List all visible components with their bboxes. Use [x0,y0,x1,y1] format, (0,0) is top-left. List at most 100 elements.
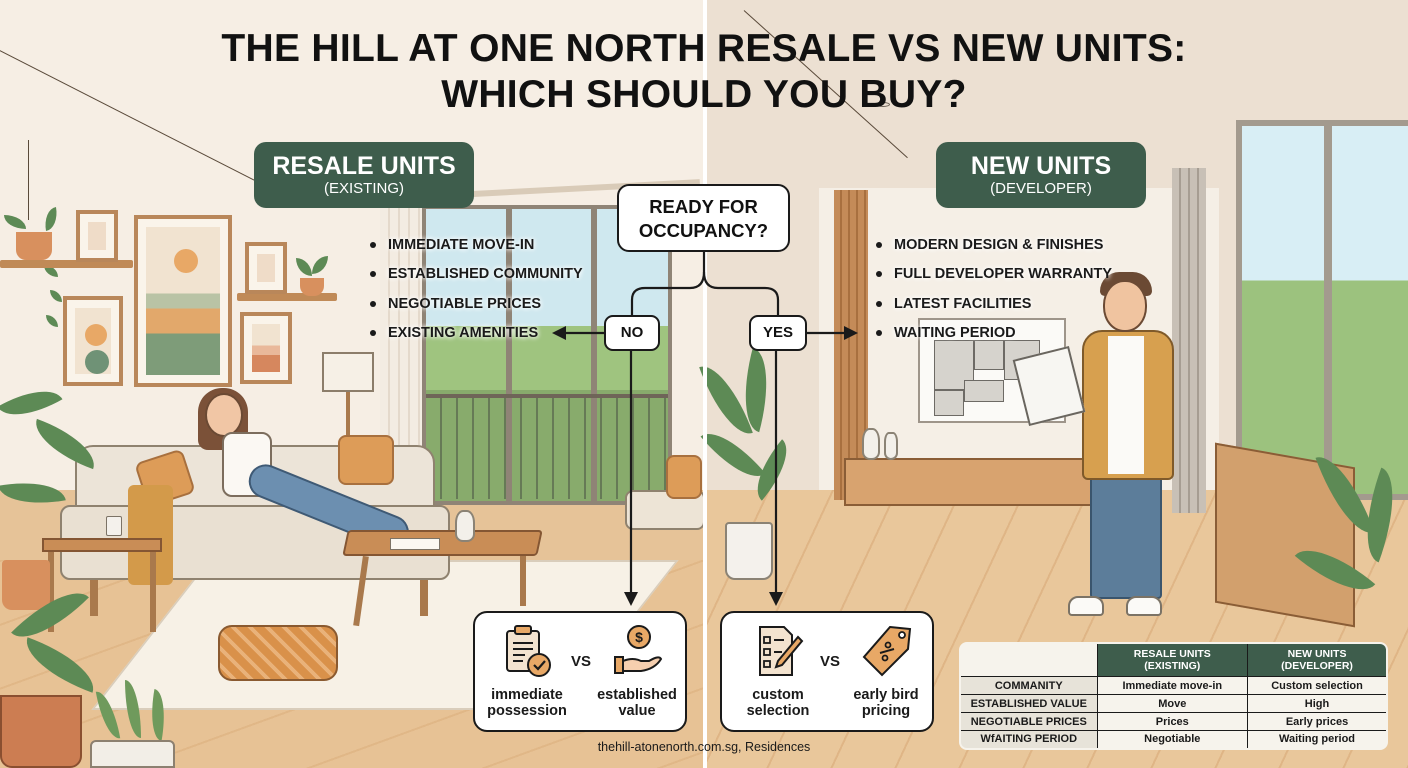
list-item: ESTABLISHED COMMUNITY [368,263,583,292]
throw-pillow [338,435,394,485]
sofa-leg [90,580,98,616]
new-badge-subtitle: (DEVELOPER) [990,180,1092,197]
table-header-resale: RESALE UNITS (EXISTING) [1096,643,1248,677]
table-row: COMMANITY Immediate move-in Custom selec… [961,676,1386,695]
question-line-2: OCCUPANCY? [638,220,769,241]
item-label-line-1: custom [752,687,804,703]
resale-badge-title: RESALE UNITS [272,152,456,180]
man-head [1103,280,1147,332]
floor-lamp-stand [346,392,350,447]
man-shoe [1126,596,1162,616]
vs-label: VS [571,653,592,670]
coffee-table-leg [520,556,526,606]
side-table-leg [48,552,54,632]
source-footer: thehill-atonenorth.com.sg, Residences [597,740,811,754]
question-line-1: READY FOR [649,196,758,217]
list-item: FULL DEVELOPER WARRANTY [874,263,1112,292]
new-units-badge: NEW UNITS (DEVELOPER) [936,142,1146,208]
book [390,538,440,550]
sofa-leg [420,580,428,616]
table-row: ESTABLISHED VALUE Move High [961,694,1386,713]
flower-vase [455,510,475,542]
resale-cell: Prices [1096,712,1248,731]
list-item: NEGOTIABLE PRICES [368,293,583,322]
resale-vs-card: immediate possession VS $ established va… [473,611,687,732]
list-item: LATEST FACILITIES [874,293,1112,322]
leaf [4,215,26,229]
resale-benefits-list: IMMEDIATE MOVE-IN ESTABLISHED COMMUNITY … [368,234,583,351]
leaf [27,418,103,470]
framed-art-sprig [245,242,287,294]
side-table-leg [150,552,156,632]
resale-cell: Move [1096,694,1248,713]
header-line-2: (DEVELOPER) [1281,660,1353,672]
item-label-line-1: established [597,687,677,703]
resale-cell: Negotiable [1096,730,1248,748]
hanging-plant-pot [16,232,52,260]
list-item: IMMEDIATE MOVE-IN [368,234,583,263]
leaf [0,376,63,430]
new-cell: Early prices [1247,712,1386,731]
man-legs [1090,474,1162,599]
page-title: THE HILL AT ONE NORTH RESALE VS NEW UNIT… [0,26,1408,118]
row-label: NEGOTIABLE PRICES [961,712,1097,731]
list-item: EXISTING AMENITIES [368,322,583,351]
new-cell: Waiting period [1247,730,1386,748]
framed-art-abstract [63,296,123,386]
new-cell: High [1247,694,1386,713]
new-badge-title: NEW UNITS [970,152,1112,180]
no-branch-node: NO [604,315,660,351]
man-shoe [1068,596,1104,616]
armchair-cushion [666,455,702,499]
item-label-line-1: immediate [491,687,563,703]
table-row: NEGOTIABLE PRICES Prices Early prices [961,712,1386,731]
leaf [42,206,60,232]
wall-shelf [0,260,133,268]
item-label-line-2: selection [746,703,810,719]
white-pot [90,740,175,768]
curtain [1172,168,1206,513]
hand-dollar-icon: $ [614,625,663,674]
man-tshirt [1108,336,1144,474]
plant-pot [2,560,50,610]
framed-art-landscape [134,215,232,387]
resale-units-badge: RESALE UNITS (EXISTING) [254,142,474,208]
center-divider [703,0,707,768]
new-units-vs-card: custom selection VS early bird pricing [720,611,934,732]
table-row: WfAITING PERIOD Negotiable Waiting perio… [961,730,1386,748]
header-line-1: NEW UNITS [1287,648,1347,660]
price-tag-percent-icon [862,625,912,677]
list-item: MODERN DESIGN & FINISHES [874,234,1112,263]
wall-shelf [237,293,337,301]
yes-branch-node: YES [749,315,807,351]
floor-to-ceiling-window [1236,120,1408,500]
row-label: ESTABLISHED VALUE [961,694,1097,713]
terracotta-pot [0,695,82,768]
resale-badge-subtitle: (EXISTING) [323,180,404,197]
framed-art-hills [240,312,292,384]
mug [106,516,122,536]
header-line-1: RESALE UNITS [1133,648,1211,660]
title-line-1: THE HILL AT ONE NORTH RESALE VS NEW UNIT… [221,27,1187,70]
established-value-item: $ established value [589,623,685,719]
shelf-plant-pot [300,278,324,296]
leaf [46,315,58,327]
occupancy-question-node: READY FOR OCCUPANCY? [617,184,790,252]
white-plant-pot [725,522,773,580]
leaf [50,290,62,302]
vase [862,428,880,460]
custom-selection-item: custom selection [730,623,826,719]
new-units-benefits-list: MODERN DESIGN & FINISHES FULL DEVELOPER … [874,234,1112,351]
new-unit-illustration [704,0,1408,768]
resale-living-room-illustration [0,40,704,768]
table-header-row: RESALE UNITS (EXISTING) NEW UNITS (DEVEL… [961,643,1386,677]
vs-label: VS [820,653,841,670]
floor-pouf [218,625,338,681]
new-cell: Custom selection [1247,676,1386,695]
item-label-line-2: value [618,703,656,719]
wall-floor-plan [918,318,1066,423]
ceiling-light [876,102,890,107]
immediate-possession-item: immediate possession [479,623,575,719]
hanging-cord [28,140,29,220]
table-header-new: NEW UNITS (DEVELOPER) [1247,643,1386,677]
